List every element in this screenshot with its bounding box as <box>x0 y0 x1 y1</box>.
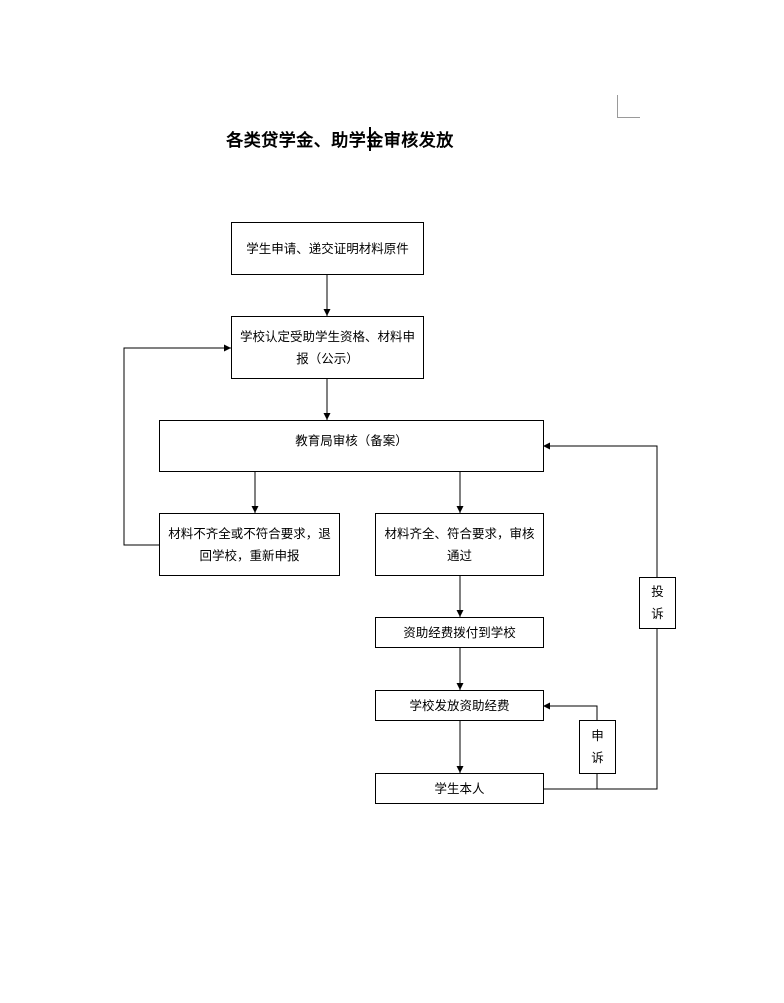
page-title: 各类贷学金、助学金审核发放 <box>226 131 454 151</box>
node-appeal: 申 诉 <box>579 720 616 774</box>
arrow-reject-loop <box>123 344 231 546</box>
node-student-label: 学生本人 <box>434 780 485 796</box>
node-reject-label: 材料不齐全或不符合要求，退回学校，重新申报 <box>168 525 331 563</box>
node-reject: 材料不齐全或不符合要求，退回学校，重新申报 <box>159 513 340 576</box>
node-complaint: 投 诉 <box>639 577 676 629</box>
node-complaint-char-2: 诉 <box>651 606 664 621</box>
node-pass: 材料齐全、符合要求，审核通过 <box>375 513 544 576</box>
text-cursor <box>369 127 371 151</box>
node-identify-label: 学校认定受助学生资格、材料申报（公示） <box>239 328 415 366</box>
arrow-complaint-up <box>543 442 658 577</box>
node-distribute-label: 学校发放资助经费 <box>409 697 510 713</box>
node-pass-label: 材料齐全、符合要求，审核通过 <box>384 525 535 563</box>
node-appeal-char-1: 申 <box>591 728 604 743</box>
node-apply: 学生申请、递交证明材料原件 <box>231 222 424 275</box>
node-identify: 学校认定受助学生资格、材料申报（公示） <box>231 316 424 379</box>
node-distribute: 学校发放资助经费 <box>375 690 544 721</box>
arrow-appeal-up <box>543 702 598 720</box>
node-allocate-label: 资助经费拨付到学校 <box>403 624 516 640</box>
node-apply-label: 学生申请、递交证明材料原件 <box>246 240 409 256</box>
node-allocate: 资助经费拨付到学校 <box>375 617 544 648</box>
node-bureau: 教育局审核（备案） <box>159 420 544 472</box>
node-bureau-label: 教育局审核（备案） <box>295 433 408 448</box>
arrow-complaint-loop <box>597 629 658 790</box>
arrow-appeal-loop <box>543 774 598 790</box>
node-student: 学生本人 <box>375 773 544 804</box>
page-margin-corner <box>617 95 640 118</box>
node-complaint-char-1: 投 <box>651 584 664 599</box>
node-appeal-char-2: 诉 <box>591 750 604 765</box>
